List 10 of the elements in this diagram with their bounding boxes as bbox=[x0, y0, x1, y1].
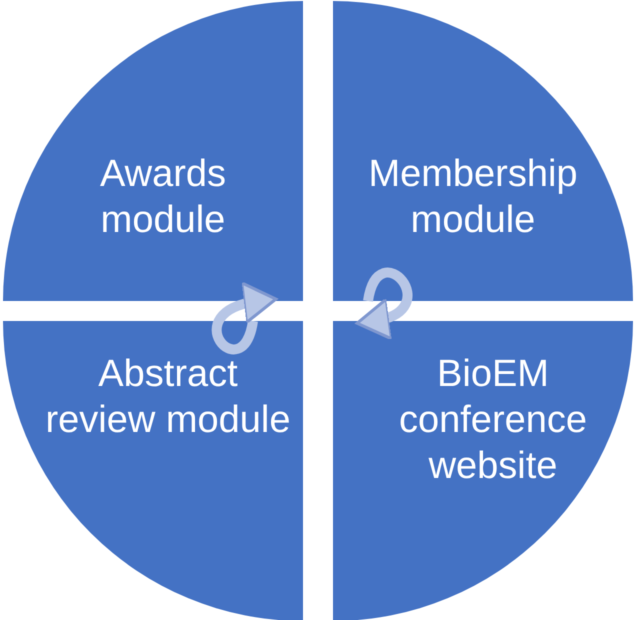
pie-quadrant bbox=[3, 1, 303, 301]
pie-quadrant bbox=[333, 1, 633, 301]
quadrant-label: Awards module bbox=[98, 152, 228, 243]
pie-quadrant bbox=[333, 321, 633, 620]
quadrant-label: Membership module bbox=[367, 152, 579, 243]
curved-arrow bbox=[212, 282, 278, 354]
pie-quadrant bbox=[3, 321, 303, 620]
quadrant-label: BioEM conference website bbox=[398, 352, 588, 489]
quadrant-label: Abstract review module bbox=[44, 352, 292, 443]
curved-arrow bbox=[356, 268, 412, 338]
